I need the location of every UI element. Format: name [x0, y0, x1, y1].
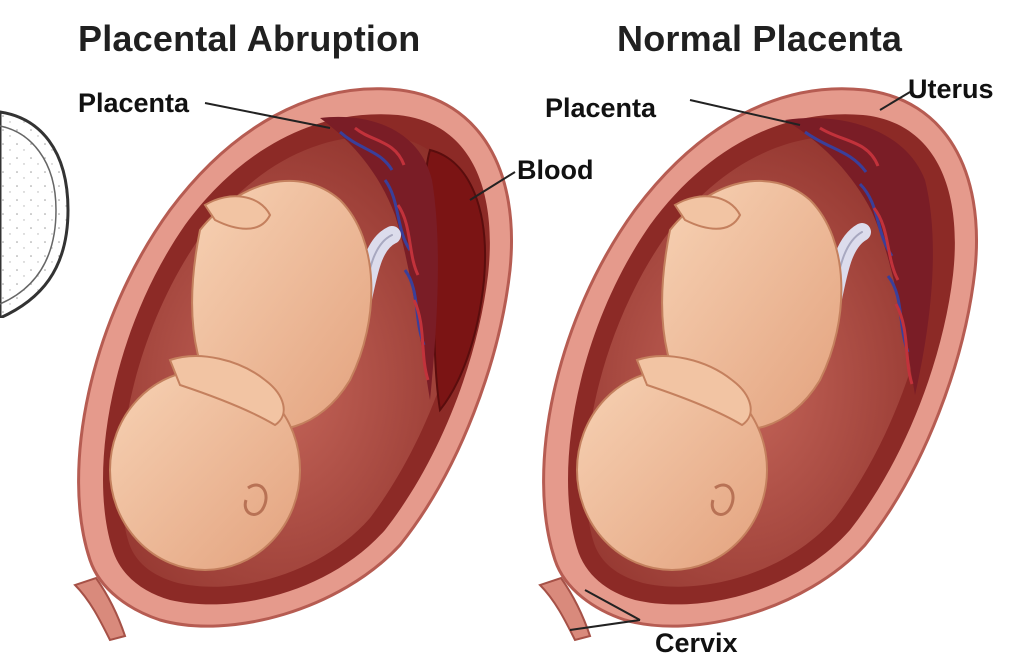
label-blood: Blood	[517, 155, 593, 186]
label-placenta-normal: Placenta	[545, 93, 656, 124]
partial-sketch	[0, 112, 70, 508]
label-uterus: Uterus	[908, 74, 994, 105]
title-placental-abruption: Placental Abruption	[78, 18, 421, 60]
normal-uterus	[540, 89, 977, 640]
title-normal-placenta: Normal Placenta	[617, 18, 902, 60]
abruption-uterus	[75, 89, 515, 640]
label-cervix: Cervix	[655, 628, 738, 659]
label-placenta-abruption: Placenta	[78, 88, 189, 119]
